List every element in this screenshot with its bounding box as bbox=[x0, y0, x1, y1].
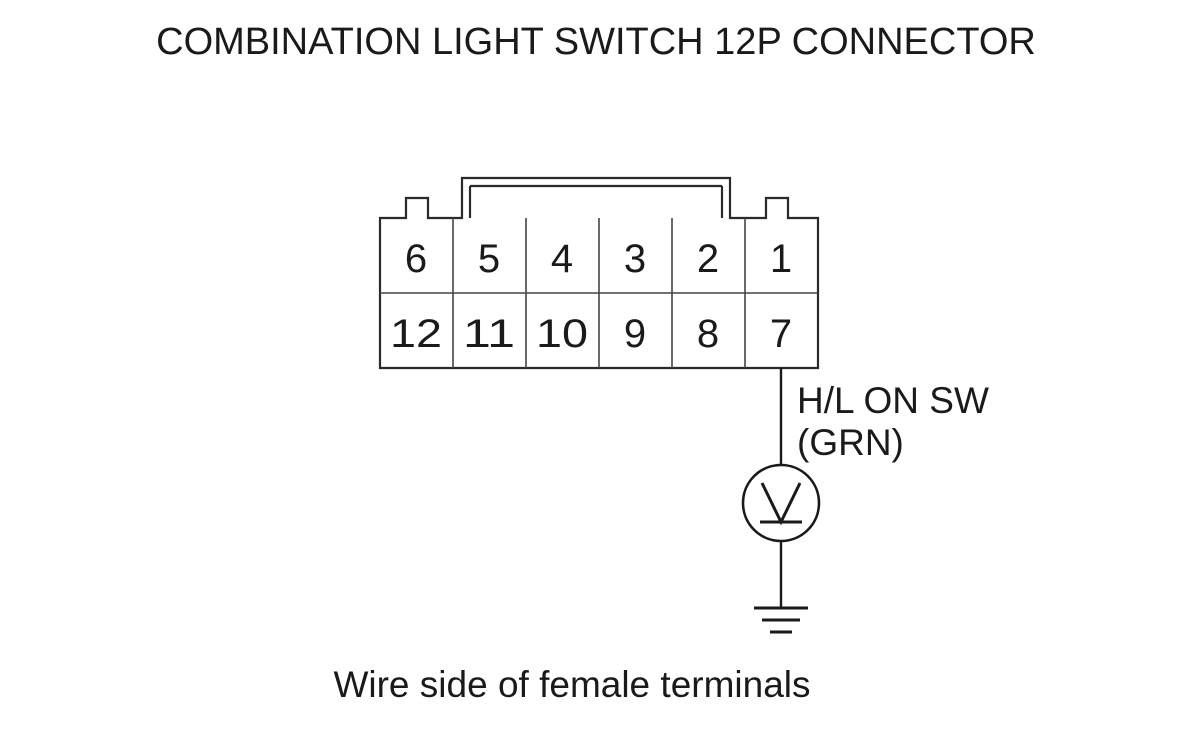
terminal-8: 8 bbox=[697, 312, 719, 356]
terminal-5: 5 bbox=[478, 237, 500, 281]
ground-icon bbox=[754, 606, 808, 634]
wire-color-label: (GRN) bbox=[797, 422, 904, 463]
voltmeter-icon bbox=[741, 463, 821, 543]
top-row-terminals: 6 5 4 3 2 1 bbox=[405, 237, 792, 281]
terminal-11: 11 bbox=[463, 312, 515, 356]
caption: Wire side of female terminals bbox=[333, 664, 810, 705]
terminal-12: 12 bbox=[390, 312, 442, 356]
terminal-9: 9 bbox=[624, 312, 646, 356]
bottom-row-terminals: 12 11 10 9 8 7 bbox=[390, 312, 792, 356]
diagram-title: COMBINATION LIGHT SWITCH 12P CONNECTOR bbox=[156, 21, 1036, 63]
terminal-6: 6 bbox=[405, 237, 427, 281]
terminal-10: 10 bbox=[536, 312, 588, 356]
terminal-grid bbox=[380, 218, 818, 368]
connector-housing bbox=[378, 176, 820, 370]
terminal-1: 1 bbox=[770, 237, 792, 281]
wire-label: H/L ON SW bbox=[797, 380, 989, 421]
terminal-3: 3 bbox=[624, 237, 646, 281]
terminal-7: 7 bbox=[770, 312, 792, 356]
terminal-2: 2 bbox=[697, 237, 719, 281]
terminal-4: 4 bbox=[551, 237, 573, 281]
